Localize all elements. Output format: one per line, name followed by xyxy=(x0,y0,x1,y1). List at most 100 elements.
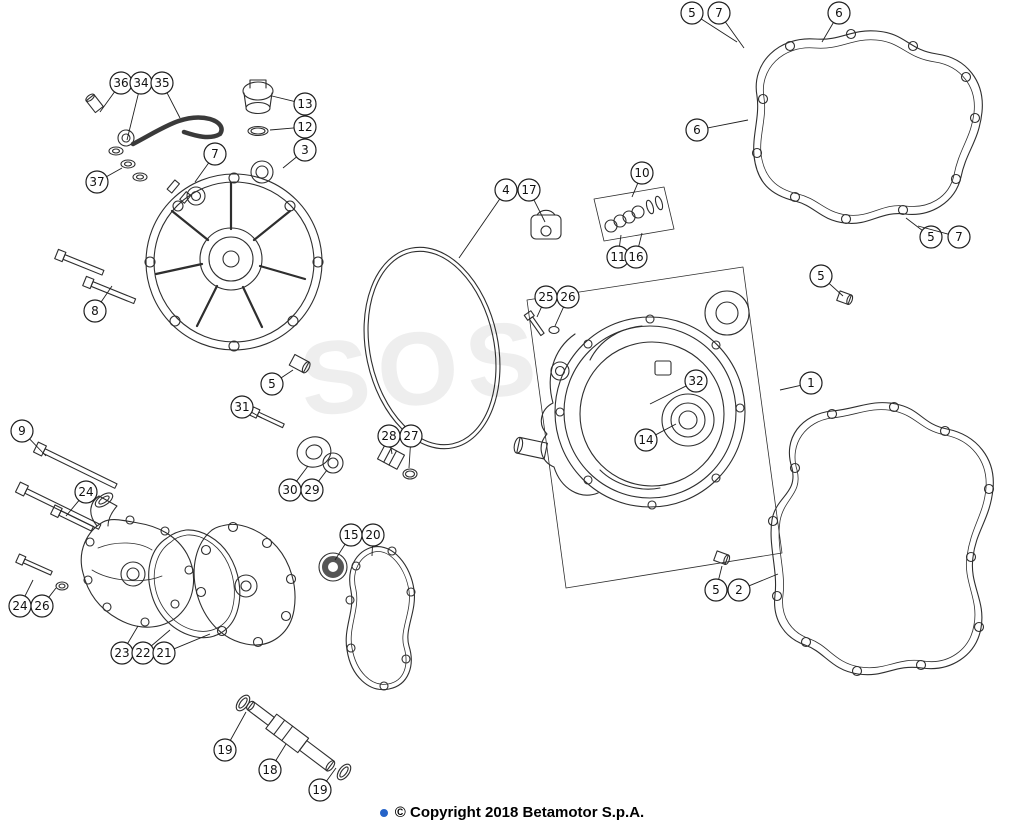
pump-gasket xyxy=(148,529,241,639)
callout-12: 12 xyxy=(269,115,317,139)
copyright-text: © Copyright 2018 Betamotor S.p.A. xyxy=(394,804,645,821)
brand-dot-icon xyxy=(379,808,388,817)
svg-text:26: 26 xyxy=(560,290,575,304)
seal-15 xyxy=(318,552,348,582)
callout-19: 19 xyxy=(308,767,337,802)
svg-text:37: 37 xyxy=(89,175,104,189)
gasket-top-right xyxy=(751,28,983,225)
callout-7: 7 xyxy=(917,225,971,249)
svg-text:36: 36 xyxy=(113,76,128,90)
callout-35: 35 xyxy=(150,71,181,119)
bolt-24-upper xyxy=(50,504,95,532)
svg-text:28: 28 xyxy=(381,429,396,443)
callout-24: 24 xyxy=(65,480,98,517)
callout-31: 31 xyxy=(230,395,263,419)
svg-text:22: 22 xyxy=(135,646,150,660)
svg-text:21: 21 xyxy=(156,646,171,660)
callout-21: 21 xyxy=(152,633,211,665)
callout-26: 26 xyxy=(554,285,580,327)
callout-20: 20 xyxy=(361,523,385,557)
svg-text:3: 3 xyxy=(301,143,309,157)
callout-2: 2 xyxy=(727,573,779,602)
bolt-25 xyxy=(523,310,545,337)
svg-text:4: 4 xyxy=(502,183,510,197)
callout-18: 18 xyxy=(258,743,287,782)
svg-text:7: 7 xyxy=(715,6,723,20)
svg-text:7: 7 xyxy=(955,230,963,244)
svg-text:32: 32 xyxy=(688,374,703,388)
callout-5: 5 xyxy=(905,217,943,249)
svg-text:5: 5 xyxy=(817,269,825,283)
callout-13: 13 xyxy=(271,92,317,116)
bolt-31 xyxy=(249,406,285,429)
shaft-oring-upper xyxy=(235,694,251,712)
svg-text:9: 9 xyxy=(18,424,26,438)
callout-36: 36 xyxy=(99,71,133,113)
svg-text:11: 11 xyxy=(610,250,625,264)
svg-text:34: 34 xyxy=(133,76,148,90)
spring-group xyxy=(593,186,675,242)
callout-6: 6 xyxy=(685,118,749,142)
bolts-9 xyxy=(14,441,118,530)
callout-19: 19 xyxy=(213,711,247,762)
svg-text:23: 23 xyxy=(114,646,129,660)
svg-text:1: 1 xyxy=(807,376,815,390)
svg-text:27: 27 xyxy=(403,429,418,443)
callout-37: 37 xyxy=(85,167,123,194)
callout-5: 5 xyxy=(260,369,294,396)
svg-text:13: 13 xyxy=(297,97,312,111)
svg-text:24: 24 xyxy=(12,599,27,613)
pump-backing-plate xyxy=(193,521,297,648)
callout-28: 28 xyxy=(377,424,401,455)
callout-3: 3 xyxy=(282,138,317,169)
sensor-assembly xyxy=(85,93,224,204)
svg-text:24: 24 xyxy=(78,485,93,499)
bolts-8 xyxy=(54,248,137,305)
callout-10: 10 xyxy=(630,161,654,198)
svg-text:2: 2 xyxy=(735,583,743,597)
water-pump-cover xyxy=(80,492,195,628)
part-17 xyxy=(530,209,562,240)
pump-shaft xyxy=(246,700,336,772)
coupler-28 xyxy=(376,444,406,470)
callout-4: 4 xyxy=(458,178,518,259)
svg-text:5: 5 xyxy=(688,6,696,20)
callout-30: 30 xyxy=(278,465,309,502)
callout-17: 17 xyxy=(517,178,546,223)
callout-24: 24 xyxy=(8,579,34,618)
svg-text:15: 15 xyxy=(343,528,358,542)
svg-text:19: 19 xyxy=(217,743,232,757)
svg-text:19: 19 xyxy=(312,783,327,797)
svg-text:29: 29 xyxy=(304,483,319,497)
callout-15: 15 xyxy=(334,523,363,561)
svg-text:26: 26 xyxy=(34,599,49,613)
copyright-row: © Copyright 2018 Betamotor S.p.A. xyxy=(0,804,1024,821)
callout-6: 6 xyxy=(821,1,851,43)
clutch-cover-right xyxy=(513,290,750,510)
svg-text:7: 7 xyxy=(211,147,219,161)
washer-26-right xyxy=(548,325,560,335)
svg-text:25: 25 xyxy=(538,290,553,304)
svg-text:31: 31 xyxy=(234,400,249,414)
callout-26: 26 xyxy=(30,587,57,618)
callout-7: 7 xyxy=(194,142,227,183)
svg-text:14: 14 xyxy=(638,433,653,447)
filler-cap xyxy=(242,79,274,137)
callout-5: 5 xyxy=(704,565,728,602)
callout-14: 14 xyxy=(634,423,677,452)
shaft-oring-lower xyxy=(336,763,352,781)
svg-text:6: 6 xyxy=(693,123,701,137)
callout-11: 11 xyxy=(606,234,630,269)
svg-text:16: 16 xyxy=(628,250,643,264)
svg-text:8: 8 xyxy=(91,304,99,318)
svg-text:18: 18 xyxy=(262,763,277,777)
bolt-24-lower xyxy=(15,553,53,576)
svg-text:6: 6 xyxy=(835,6,843,20)
callout-9: 9 xyxy=(10,419,47,457)
callout-5: 5 xyxy=(809,264,844,297)
callout-16: 16 xyxy=(624,232,648,269)
impeller xyxy=(296,436,332,468)
